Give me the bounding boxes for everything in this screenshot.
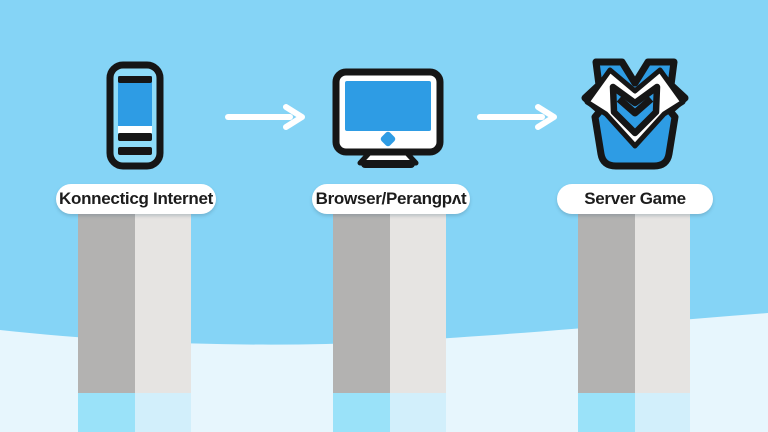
smartphone-icon — [106, 61, 164, 170]
arrow-right-icon — [477, 104, 557, 130]
column-1-base-light — [135, 393, 191, 432]
column-1-dark — [78, 213, 135, 393]
arrow-right-icon — [225, 104, 305, 130]
step-label-browser-perangpat: Browser/Perangpʌt — [312, 184, 470, 214]
column-3-base-dark — [578, 393, 635, 432]
step-label-text: Konnecticg Internet — [59, 189, 213, 208]
column-3-base-light — [635, 393, 690, 432]
shield-emblem-icon — [581, 58, 689, 170]
column-2-base-light — [390, 393, 446, 432]
step-label-text: Server Game — [584, 189, 686, 208]
column-2-base-dark — [333, 393, 390, 432]
column-3-dark — [578, 213, 635, 393]
desktop-monitor-icon — [332, 68, 444, 168]
column-1-base-dark — [78, 393, 135, 432]
step-label-text: Browser/Perangpʌt — [315, 189, 467, 208]
column-2-light — [390, 213, 446, 393]
column-1-light — [135, 213, 191, 393]
column-2-dark — [333, 213, 390, 393]
step-label-server-game: Server Game — [557, 184, 713, 214]
step-label-konnecticg-internet: Konnecticg Internet — [56, 184, 216, 214]
column-3-light — [635, 213, 690, 393]
